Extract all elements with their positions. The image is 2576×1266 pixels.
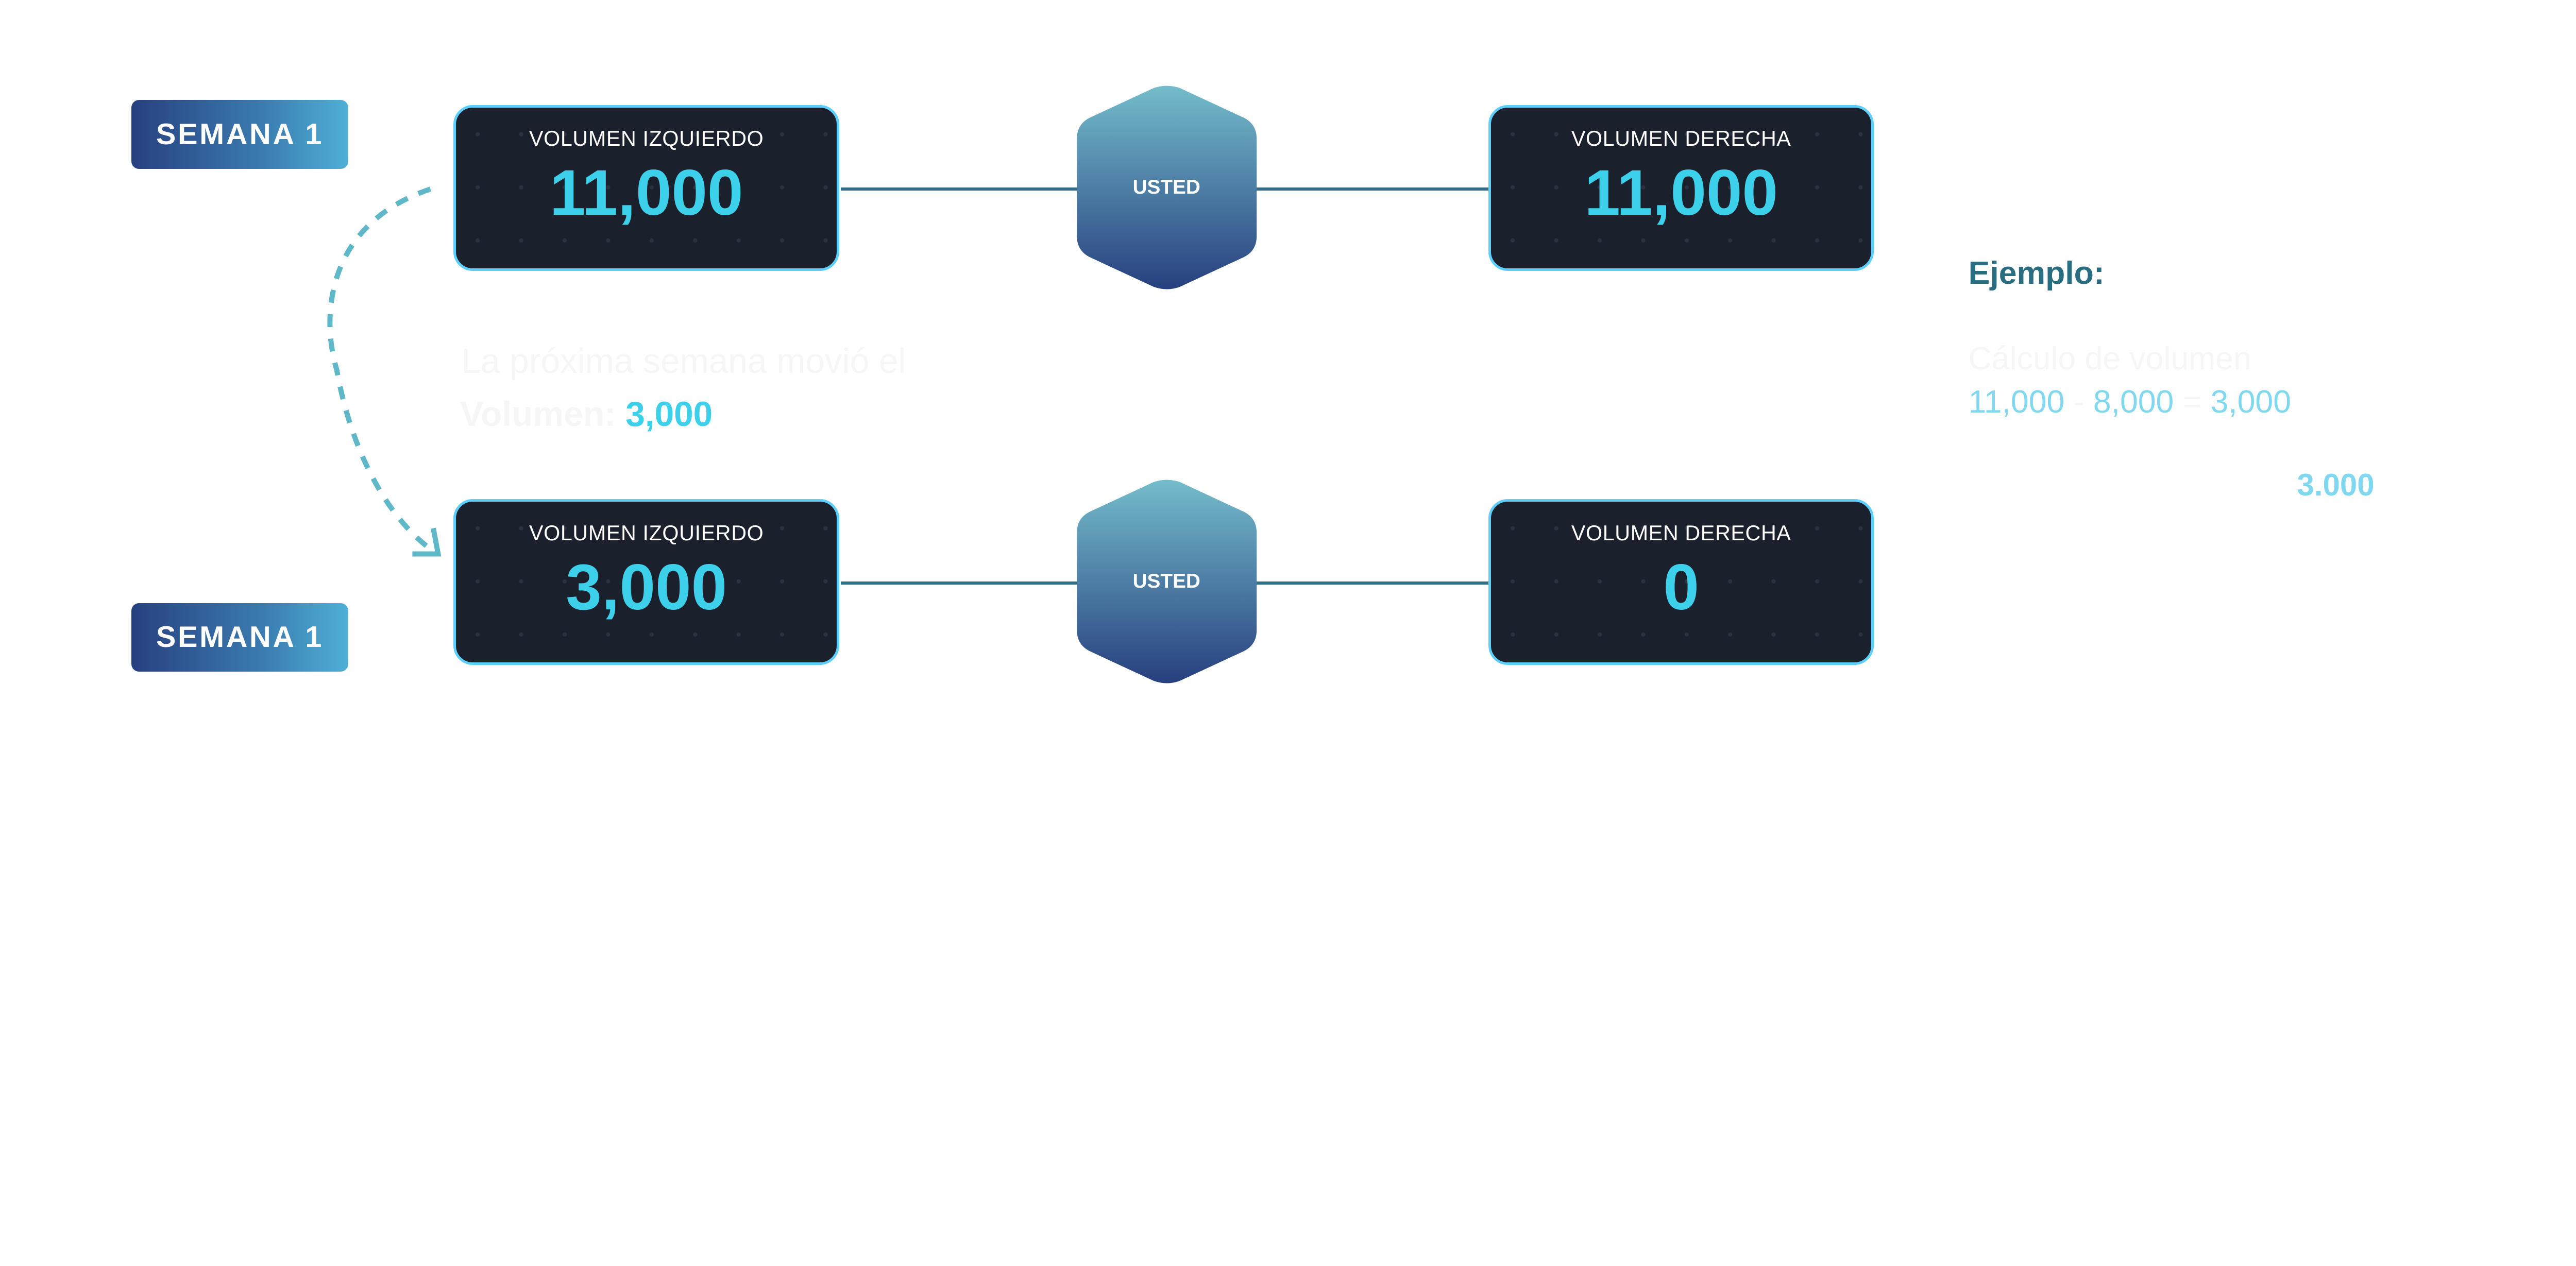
hexagon-shape <box>1076 85 1257 289</box>
note-line: La próxima semana movió el <box>461 341 906 381</box>
card-label: VOLUMEN IZQUIERDO <box>529 127 764 151</box>
card-label: VOLUMEN DERECHA <box>1571 127 1791 151</box>
example-equals: = <box>2182 384 2202 420</box>
week-badge: SEMANA 1 <box>131 603 348 672</box>
card-value: 0 <box>1663 551 1699 623</box>
hexagon-label: USTED <box>1132 176 1200 198</box>
connector-line <box>841 581 1079 585</box>
example-minus: - <box>2073 384 2084 420</box>
dashed-curved-arrow-icon <box>327 186 442 557</box>
card-value: 11,000 <box>549 157 743 229</box>
example-result: 3,000 <box>2210 384 2291 420</box>
note-volume: Volumen: 3,000 <box>460 395 713 434</box>
left-volume-card: VOLUMEN IZQUIERDO 11,000 <box>453 105 839 271</box>
example-equation: 11,000 - 8,000 = 3,000 <box>1969 383 2291 420</box>
card-value: 3,000 <box>566 551 727 623</box>
user-hexagon: USTED <box>1076 480 1257 683</box>
example-final-value: 3.000 <box>2297 467 2375 502</box>
card-label: VOLUMEN DERECHA <box>1571 521 1791 545</box>
note-volume-value: 3,000 <box>625 395 713 434</box>
hexagon-shape <box>1076 480 1257 683</box>
example-a: 11,000 <box>1968 384 2065 420</box>
card-label: VOLUMEN IZQUIERDO <box>529 521 764 545</box>
left-volume-card: VOLUMEN IZQUIERDO 3,000 <box>453 499 839 665</box>
note-volume-label: Volumen: <box>460 395 616 434</box>
example-b: 8,000 <box>2093 384 2174 420</box>
hexagon-label: USTED <box>1132 570 1200 592</box>
example-heading: Ejemplo: <box>1968 254 2105 291</box>
card-value: 11,000 <box>1584 157 1778 229</box>
connector-line <box>1253 581 1492 585</box>
user-hexagon: USTED <box>1076 85 1257 289</box>
right-volume-card: VOLUMEN DERECHA 0 <box>1488 499 1874 665</box>
example-subtitle: Cálculo de volumen <box>1968 340 2251 377</box>
right-volume-card: VOLUMEN DERECHA 11,000 <box>1488 105 1874 271</box>
week-badge: SEMANA 1 <box>131 100 348 169</box>
connector-line <box>841 187 1079 191</box>
connector-line <box>1253 187 1492 191</box>
